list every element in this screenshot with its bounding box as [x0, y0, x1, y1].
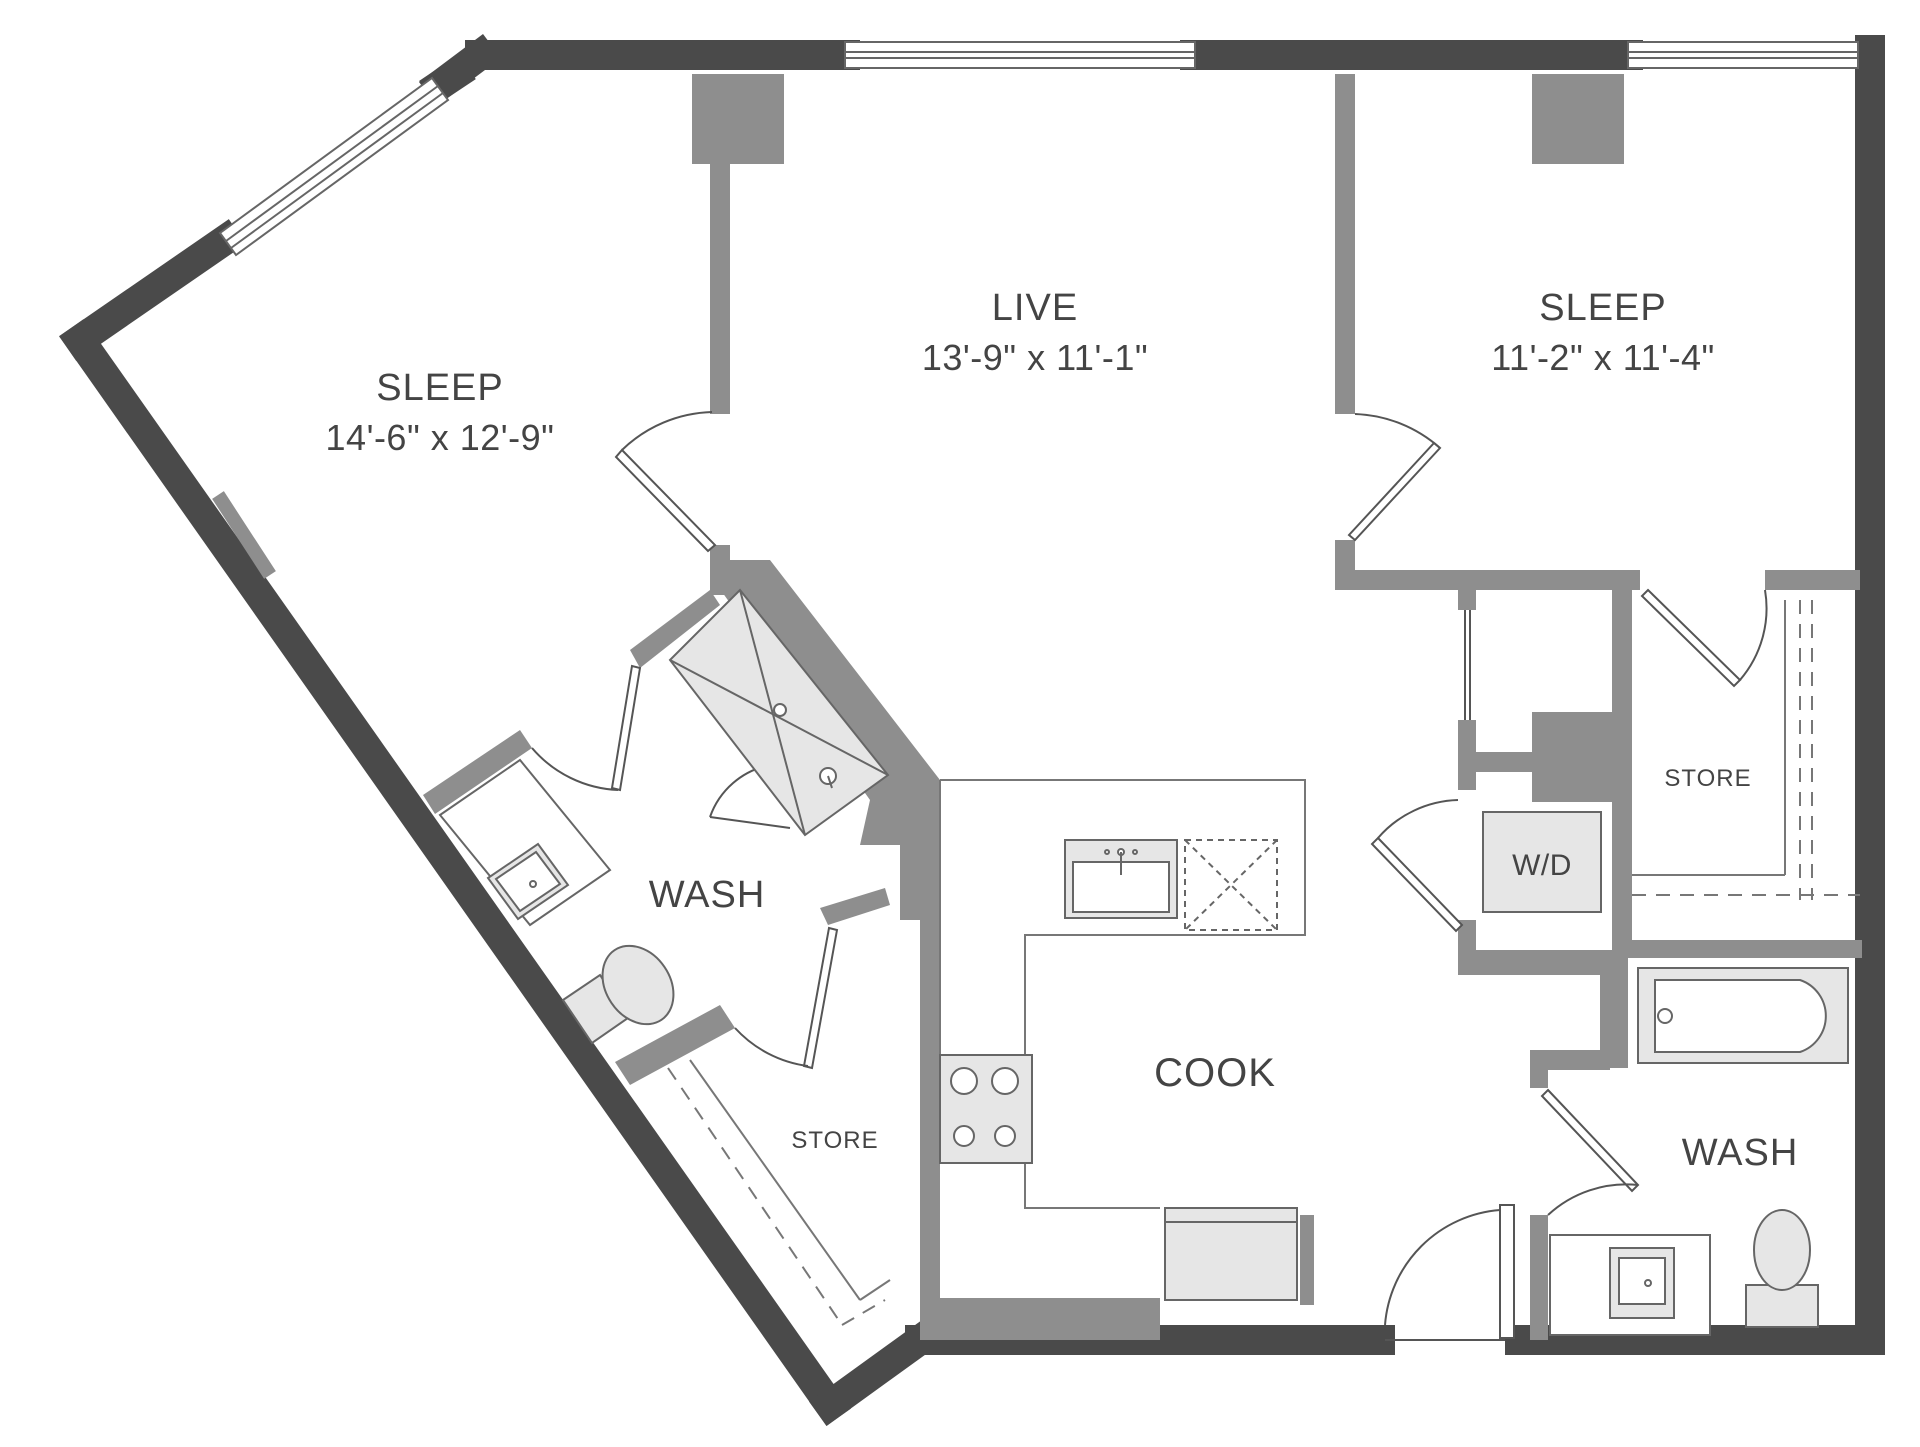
- sleep-left-dims: 14'-6" x 12'-9": [326, 417, 555, 458]
- sleep-left-name: SLEEP: [376, 367, 504, 409]
- bathtub: [1637, 967, 1849, 1064]
- sleep-right-name: SLEEP: [1539, 287, 1667, 329]
- vanity-right: [1549, 1234, 1711, 1336]
- live-dims: 13'-9" x 11'-1": [922, 337, 1148, 378]
- live-name: LIVE: [992, 287, 1078, 329]
- windows: [218, 41, 1859, 257]
- washer-dryer: [1482, 811, 1602, 913]
- toilet-right: [1745, 1209, 1819, 1328]
- closet-outline: [689, 600, 1786, 1301]
- room-labels: SLEEP 14'-6" x 12'-9" LIVE 13'-9" x 11'-…: [326, 287, 1799, 1174]
- laundry-name: W/D: [1512, 849, 1572, 882]
- sleep-right-dims: 11'-2" x 11'-4": [1491, 337, 1715, 378]
- dishwasher: [1184, 839, 1278, 931]
- store-right-name: STORE: [1664, 765, 1751, 792]
- kitchen-counter: [939, 779, 1306, 1209]
- toilet-left: [561, 944, 675, 1045]
- vanity-left: [438, 758, 612, 927]
- closet-shelves: [667, 600, 1860, 1326]
- shower: [668, 588, 890, 837]
- cook-name: COOK: [1154, 1051, 1276, 1095]
- refrigerator: [1164, 1207, 1298, 1301]
- doors: [531, 411, 1768, 1341]
- kitchen-sink: [1064, 839, 1178, 919]
- wash-left-name: WASH: [649, 874, 766, 916]
- wash-right-name: WASH: [1682, 1132, 1799, 1174]
- fixtures: [438, 588, 1849, 1336]
- range: [939, 1054, 1033, 1164]
- wall-vent: [212, 491, 276, 579]
- store-left-name: STORE: [791, 1127, 878, 1154]
